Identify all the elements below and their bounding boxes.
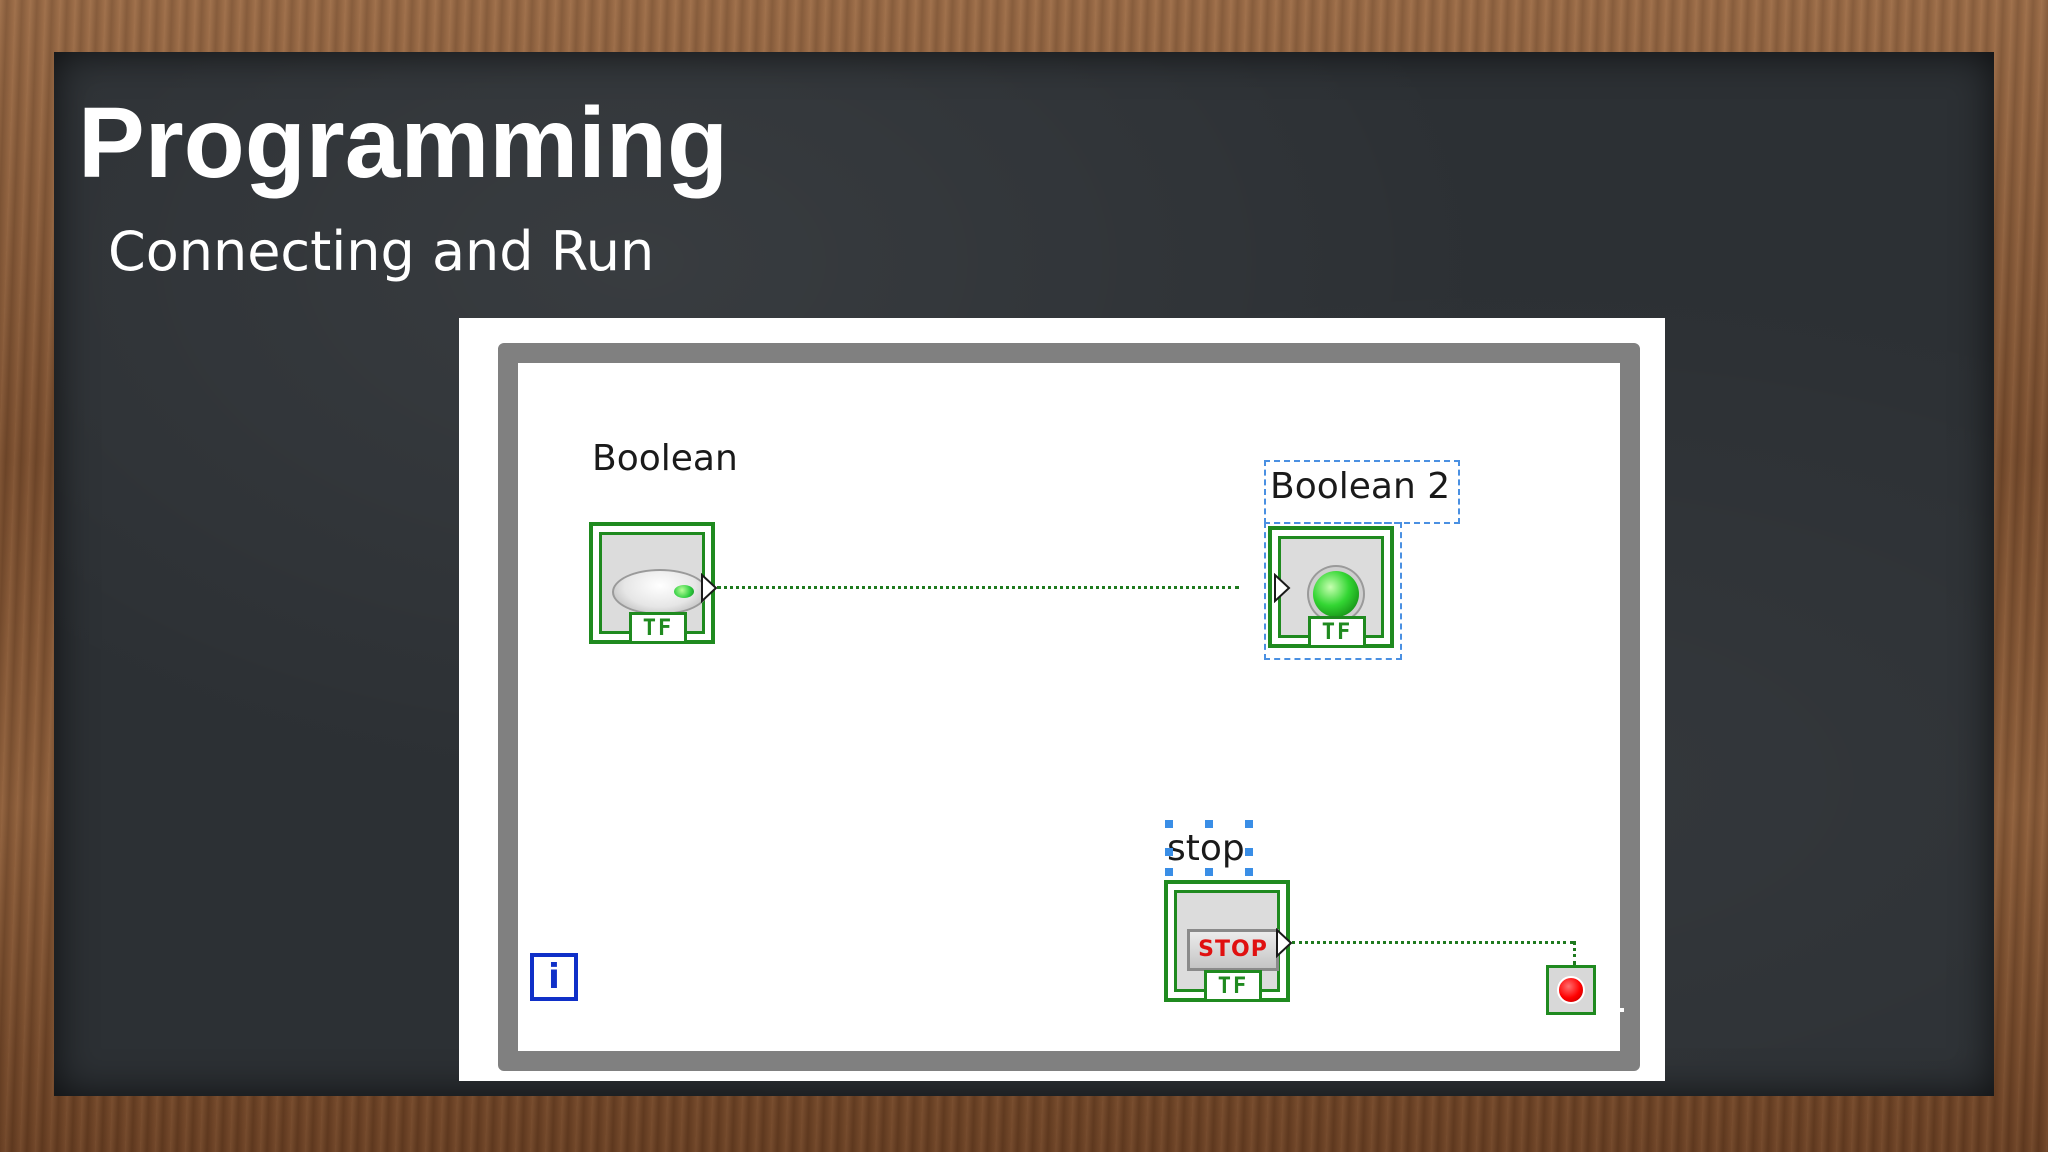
while-loop-structure[interactable] <box>498 343 1640 1071</box>
tf-type-badge: TF <box>1308 616 1366 645</box>
toggle-switch-icon <box>612 569 708 615</box>
tf-type-badge: TF <box>1204 970 1262 999</box>
input-arrow-icon[interactable] <box>1273 573 1291 603</box>
selection-handle[interactable] <box>1245 820 1253 828</box>
slide-title: Programming <box>78 87 729 199</box>
stop-control-label[interactable]: stop <box>1167 828 1245 869</box>
conditional-terminal[interactable] <box>1546 965 1596 1015</box>
block-diagram-panel: Boolean TF Boolean 2 TF stop STOP T <box>459 318 1665 1081</box>
iteration-terminal-icon[interactable]: i <box>530 953 578 1001</box>
output-arrow-icon[interactable] <box>1275 928 1293 958</box>
selection-handle[interactable] <box>1245 848 1253 856</box>
loop-exit-gap <box>1602 1008 1624 1012</box>
slide-subtitle: Connecting and Run <box>108 220 655 283</box>
selection-handle[interactable] <box>1165 820 1173 828</box>
boolean-control-terminal[interactable]: TF <box>589 522 715 644</box>
stop-control-terminal[interactable]: STOP TF <box>1164 880 1290 1002</box>
stop-data-wire[interactable] <box>1292 941 1573 944</box>
selection-handle[interactable] <box>1245 868 1253 876</box>
stop-button-icon: STOP <box>1187 929 1279 971</box>
selection-handle[interactable] <box>1205 820 1213 828</box>
toggle-knob-icon <box>674 585 694 598</box>
boolean-data-wire[interactable] <box>717 586 1239 589</box>
terminal-inner <box>599 532 708 634</box>
output-arrow-icon[interactable] <box>700 573 718 603</box>
terminal-selection-box <box>1264 522 1402 660</box>
stop-if-true-icon <box>1557 976 1585 1004</box>
boolean-control-label[interactable]: Boolean <box>592 438 738 479</box>
boolean-indicator-label[interactable]: Boolean 2 <box>1270 466 1451 507</box>
selection-handle[interactable] <box>1205 868 1213 876</box>
stop-data-wire-vertical[interactable] <box>1573 941 1576 965</box>
selection-handle[interactable] <box>1165 848 1173 856</box>
tf-type-badge: TF <box>629 612 687 641</box>
led-indicator-icon <box>1313 571 1359 617</box>
selection-handle[interactable] <box>1165 868 1173 876</box>
